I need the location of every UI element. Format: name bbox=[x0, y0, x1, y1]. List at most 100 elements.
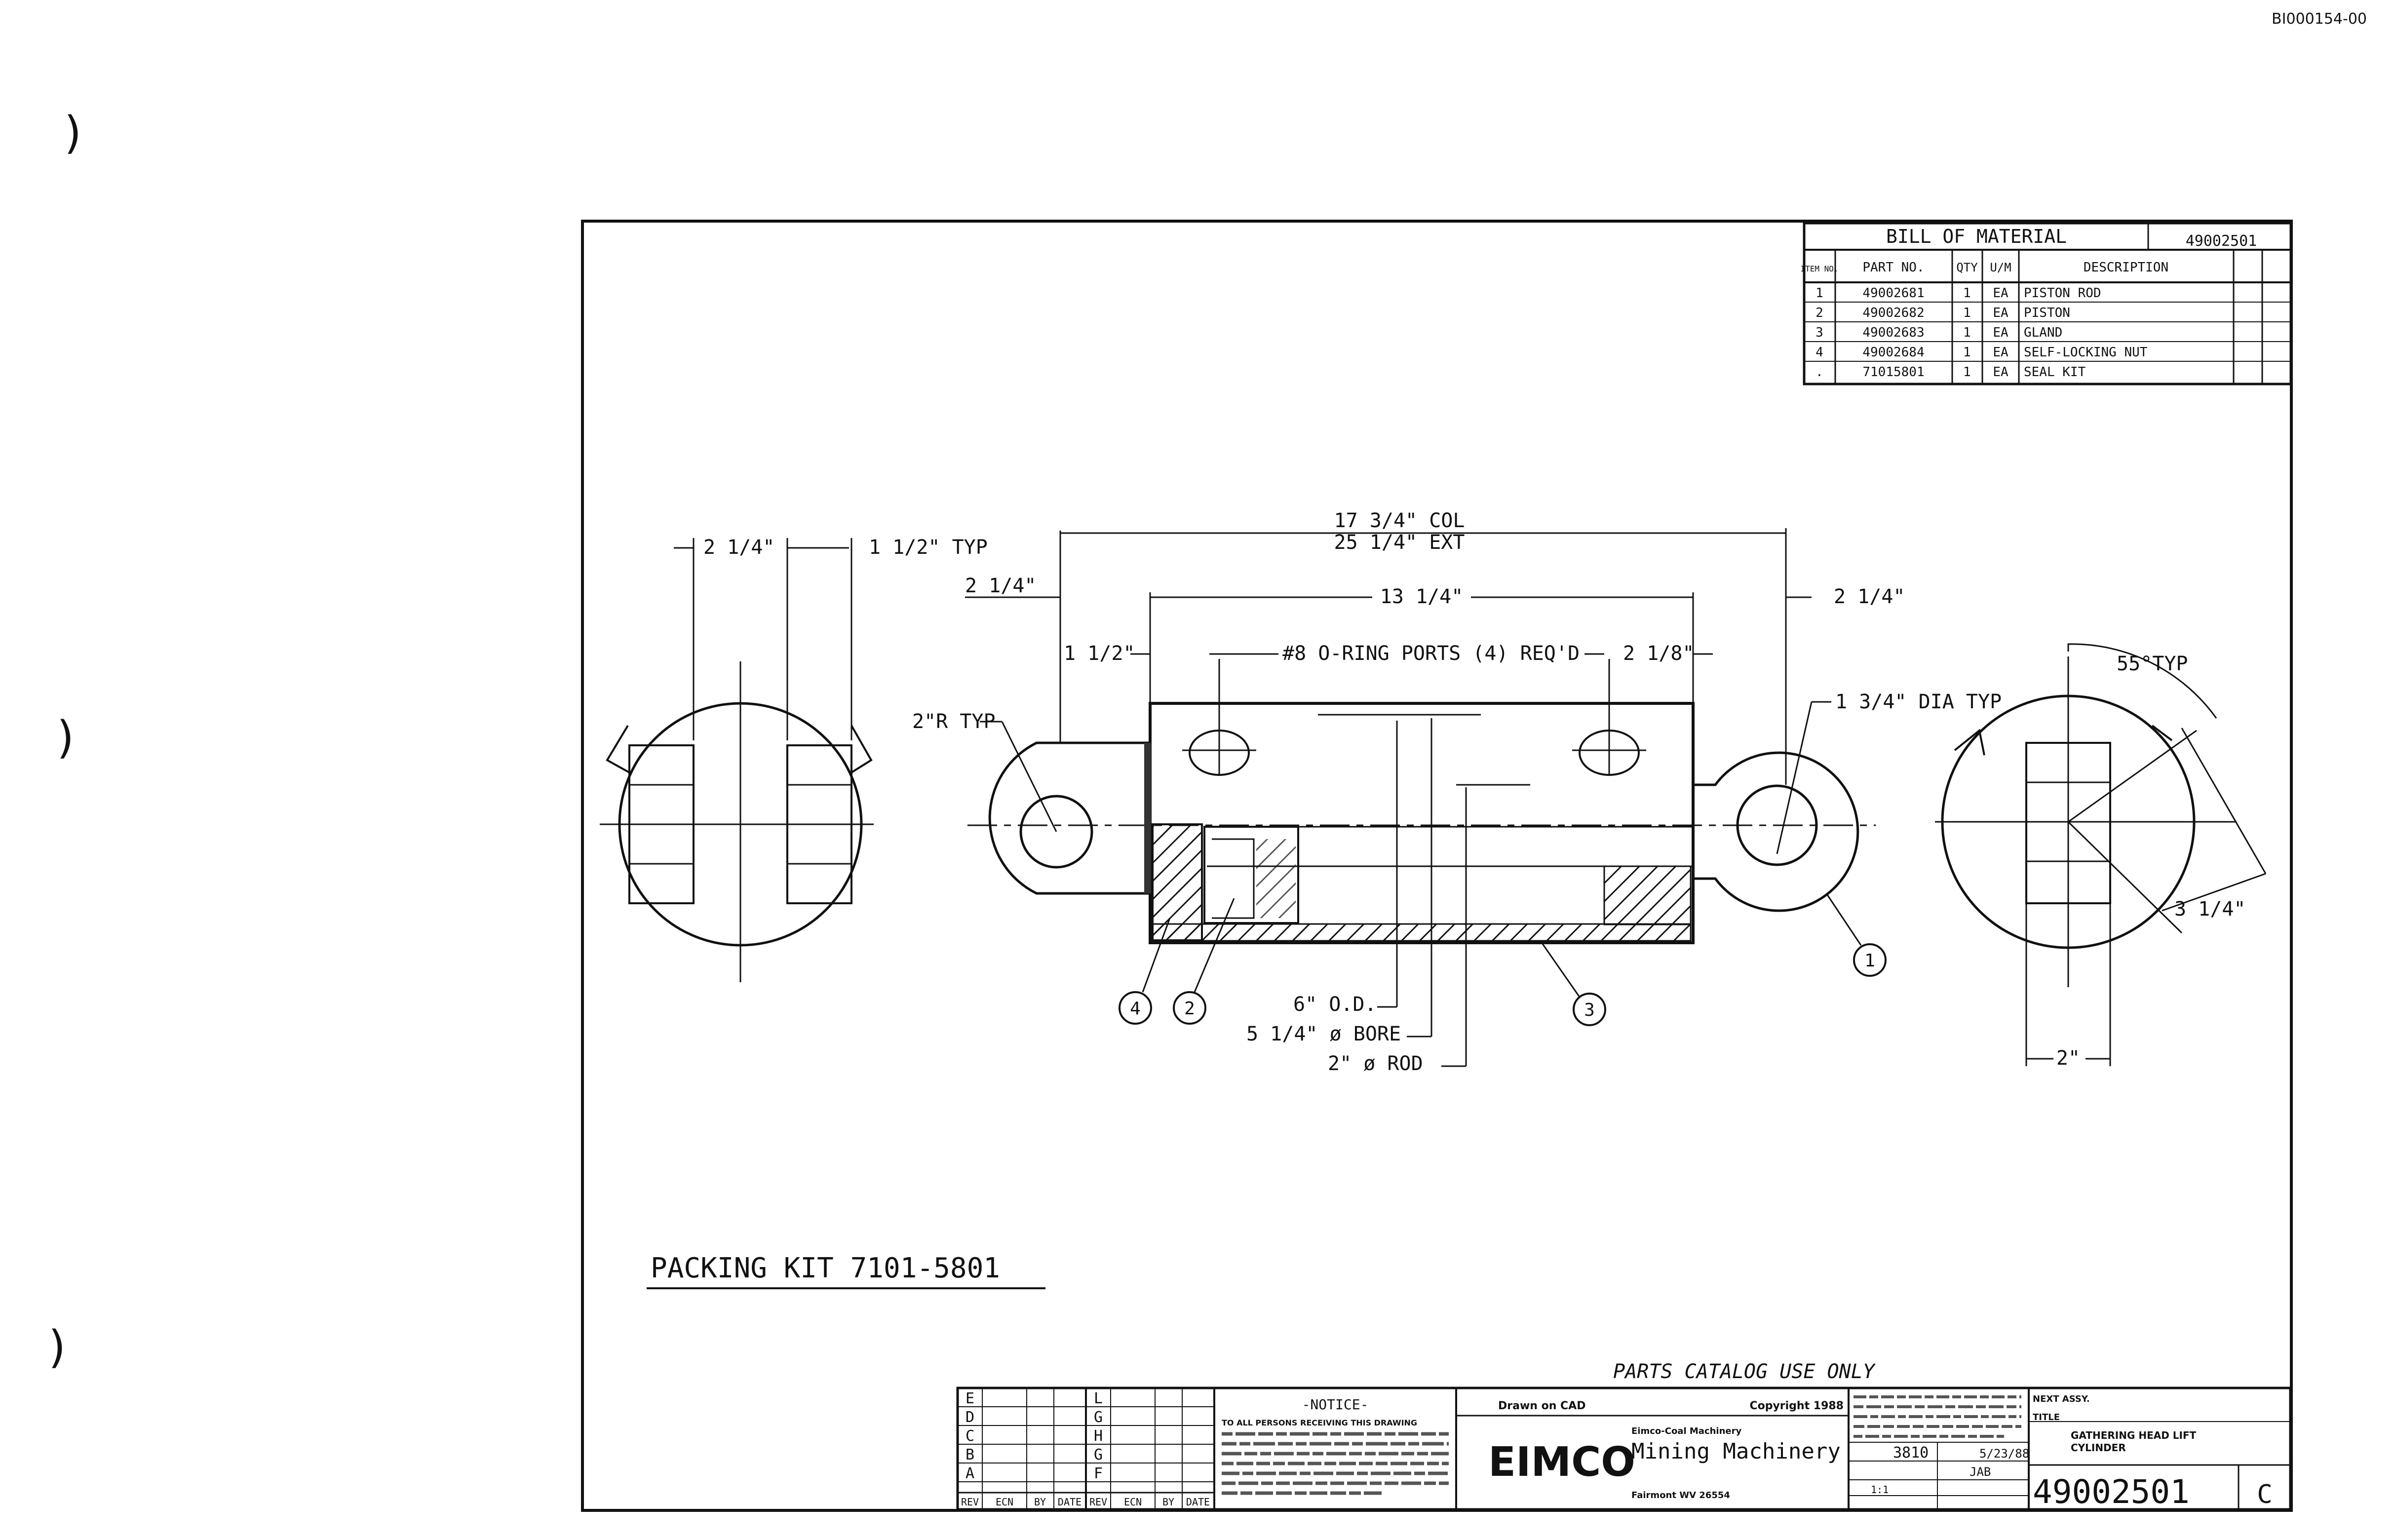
item-callout: 1 bbox=[1825, 893, 1887, 977]
dim-port-offset-left: 1 1/2" bbox=[1064, 642, 1135, 665]
rev-letter: C bbox=[966, 1427, 974, 1445]
dim-right-width: 2" bbox=[2056, 1047, 2080, 1070]
bom-row: 2 49002682 1 EA PISTON bbox=[1816, 306, 2070, 320]
item-callout: 4 bbox=[1119, 918, 1171, 1025]
item-callout: 2 bbox=[1173, 898, 1235, 1025]
item-callout: 3 bbox=[1539, 940, 1606, 1026]
revision-table: E D C B A L G H G F REV ECN BY DATE REV … bbox=[961, 1390, 1210, 1508]
bom-description: GLAND bbox=[2024, 325, 2062, 340]
parts-catalog-note: PARTS CATALOG USE ONLY bbox=[1613, 1360, 1876, 1383]
bom-description: SEAL KIT bbox=[2024, 365, 2086, 380]
right-end-view bbox=[1935, 643, 2267, 1066]
packing-kit-note: PACKING KIT 7101-5801 bbox=[651, 1252, 1000, 1284]
bom-row: 4 49002684 1 EA SELF-LOCKING NUT bbox=[1816, 345, 2148, 360]
bom-header-part: PART NO. bbox=[1862, 260, 1924, 275]
rev-header: DATE bbox=[1058, 1496, 1082, 1508]
next-assy-label: NEXT ASSY. bbox=[2033, 1394, 2090, 1404]
rev-letter: F bbox=[1094, 1465, 1103, 1482]
margin-mark: ) bbox=[48, 1321, 66, 1373]
bom-qty: 1 bbox=[1963, 365, 1971, 380]
dim-bore: 5 1/4" ø BORE bbox=[1246, 1023, 1401, 1045]
bom-drawing-number: 49002501 bbox=[2186, 232, 2257, 250]
copyright: Copyright 1988 bbox=[1749, 1400, 1844, 1412]
rev-letter: L bbox=[1094, 1390, 1103, 1407]
rev-letter: D bbox=[966, 1409, 974, 1426]
dim-ports-note: #8 O-RING PORTS (4) REQ'D bbox=[1282, 642, 1580, 665]
rev-header: BY bbox=[1162, 1496, 1174, 1508]
bom-row: . 71015801 1 EA SEAL KIT bbox=[1816, 365, 2086, 380]
rev-header: ECN bbox=[996, 1496, 1013, 1508]
rev-header: DATE bbox=[1186, 1496, 1210, 1508]
rev-letter: G bbox=[1094, 1409, 1103, 1426]
rev-header: BY bbox=[1034, 1496, 1046, 1508]
bom-item-no: 2 bbox=[1816, 306, 1823, 320]
company-location: Fairmont WV 26554 bbox=[1631, 1490, 1730, 1501]
bom-item-no: 4 bbox=[1816, 345, 1823, 360]
bom-part-no: 49002681 bbox=[1862, 286, 1924, 301]
bom-header-qty: QTY bbox=[1956, 261, 1978, 274]
bom-row: 1 49002681 1 EA PISTON ROD bbox=[1816, 286, 2101, 301]
bom-um: EA bbox=[1993, 345, 2009, 360]
bill-of-material: BILL OF MATERIAL 49002501 ITEM NO. PART … bbox=[1800, 222, 2292, 385]
bom-um: EA bbox=[1993, 306, 2009, 320]
bom-header-description: DESCRIPTION bbox=[2084, 260, 2168, 275]
rev-letter: E bbox=[966, 1390, 974, 1407]
company-small: Eimco-Coal Machinery bbox=[1631, 1426, 1742, 1436]
title-block bbox=[956, 1386, 2292, 1511]
bom-item-no: 1 bbox=[1816, 286, 1823, 301]
rev-letter: B bbox=[966, 1446, 974, 1463]
dim-od: 6" O.D. bbox=[1293, 993, 1377, 1016]
rev-letter: A bbox=[966, 1465, 974, 1482]
dim-left-width: 2 1/4" bbox=[703, 536, 775, 559]
notice-title: -NOTICE- bbox=[1302, 1396, 1369, 1413]
dim-rod: 2" ø ROD bbox=[1328, 1052, 1423, 1075]
callout-label: 1 bbox=[1864, 951, 1875, 971]
callout-label: 2 bbox=[1184, 999, 1195, 1019]
margin-mark: ) bbox=[64, 107, 81, 159]
rev-letter: H bbox=[1094, 1427, 1103, 1445]
bom-qty: 1 bbox=[1963, 325, 1971, 340]
bom-qty: 1 bbox=[1963, 286, 1971, 301]
bom-um: EA bbox=[1993, 325, 2009, 340]
bom-description: PISTON ROD bbox=[2024, 286, 2101, 301]
drawing-title-line2: CYLINDER bbox=[2071, 1442, 2126, 1454]
callout-label: 4 bbox=[1130, 999, 1141, 1019]
rev-letter: G bbox=[1094, 1446, 1103, 1463]
company-logo: EIMCO bbox=[1488, 1439, 1635, 1486]
notice-body-lines bbox=[1222, 1432, 1449, 1495]
cylinder-side-view bbox=[965, 528, 1876, 1067]
left-end-view bbox=[600, 538, 874, 982]
dim-pin-dia: 1 3/4" DIA TYP bbox=[1835, 691, 2002, 713]
drawing-size: C bbox=[2257, 1480, 2272, 1509]
sheet-number: 3810 bbox=[1893, 1444, 1929, 1462]
title-label: TITLE bbox=[2033, 1412, 2060, 1423]
dim-eye-right: 2 1/4" bbox=[1834, 585, 1905, 608]
bom-part-no: 49002683 bbox=[1862, 325, 1924, 340]
company-sub: Mining Machinery bbox=[1631, 1439, 1841, 1464]
drawn-on-cad: Drawn on CAD bbox=[1498, 1400, 1585, 1412]
bom-item-no: . bbox=[1816, 365, 1823, 380]
bom-um: EA bbox=[1993, 365, 2009, 380]
dim-left-lug: 1 1/2" TYP bbox=[869, 536, 988, 559]
notice-text: TO ALL PERSONS RECEIVING THIS DRAWING bbox=[1222, 1418, 1417, 1427]
bom-qty: 1 bbox=[1963, 306, 1971, 320]
rev-header: REV bbox=[961, 1496, 979, 1508]
dim-angle: 55°TYP bbox=[2117, 653, 2188, 675]
checker-initials: JAB bbox=[1970, 1465, 1991, 1479]
rev-header: ECN bbox=[1124, 1496, 1142, 1508]
spec-notes bbox=[1854, 1395, 2021, 1438]
bom-header-um: U/M bbox=[1990, 261, 2011, 274]
dim-radius: 2"R TYP bbox=[912, 710, 996, 733]
margin-mark: ) bbox=[57, 712, 74, 764]
drawing-date: 5/23/88 bbox=[1979, 1447, 2029, 1461]
dim-col-length: 17 3/4" COL bbox=[1334, 509, 1465, 532]
drawing-title-line1: GATHERING HEAD LIFT bbox=[2071, 1429, 2197, 1441]
bom-item-no: 3 bbox=[1816, 325, 1823, 340]
dim-port-offset-right: 2 1/8" bbox=[1623, 642, 1695, 665]
dim-right-length: 3 1/4" bbox=[2174, 898, 2246, 921]
bom-description: PISTON bbox=[2024, 306, 2070, 320]
bom-row: 3 49002683 1 EA GLAND bbox=[1816, 325, 2062, 340]
dim-ext-length: 25 1/4" EXT bbox=[1334, 531, 1465, 554]
bom-um: EA bbox=[1993, 286, 2009, 301]
document-id: BI000154-00 bbox=[2272, 10, 2367, 28]
